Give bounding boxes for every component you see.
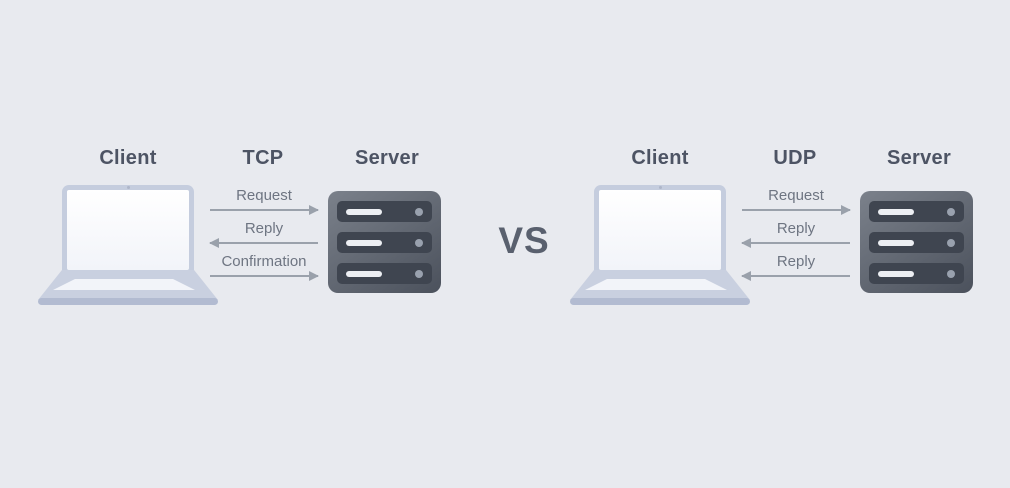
server-slot (869, 263, 964, 284)
server-slot-bar (878, 270, 914, 277)
message-label: Confirmation (221, 253, 307, 270)
laptop-bottom-edge (570, 298, 750, 305)
laptop-camera-dot (126, 186, 130, 189)
laptop-keyboard (53, 279, 195, 290)
udp-panel: Client UDP Server Request Reply Reply (570, 147, 975, 312)
laptop-screen (62, 185, 194, 270)
server-heading: Server (354, 147, 420, 169)
message-row: Reply (209, 220, 318, 248)
server-slot (869, 232, 964, 253)
protocol-heading: TCP (242, 147, 284, 169)
server-rack-icon (328, 191, 441, 293)
laptop-bottom-edge (38, 298, 218, 305)
message-label: Reply (244, 220, 284, 237)
message-row: Reply (741, 220, 850, 248)
protocol-heading: UDP (773, 147, 817, 169)
client-heading: Client (631, 147, 689, 169)
laptop-icon (570, 185, 750, 305)
server-slot-led (947, 238, 955, 247)
server-slot (337, 232, 432, 253)
message-row: Confirmation (210, 253, 319, 281)
server-slot-led (415, 238, 423, 247)
message-flow: Request Reply Confirmation (209, 187, 319, 287)
vs-label: VS (498, 220, 550, 261)
server-heading: Server (886, 147, 952, 169)
arrow-icon (741, 271, 850, 281)
tcp-panel: Client TCP Server Request Reply Confirma… (38, 147, 443, 312)
arrow-icon (741, 238, 850, 248)
message-label: Reply (776, 220, 816, 237)
message-label: Request (236, 187, 292, 204)
arrow-icon (210, 205, 319, 215)
server-rack-icon (860, 191, 973, 293)
server-slot-bar (346, 270, 382, 277)
laptop-icon (38, 185, 218, 305)
message-label: Request (768, 187, 824, 204)
client-heading: Client (99, 147, 157, 169)
message-row: Reply (741, 253, 850, 281)
server-slot-led (947, 207, 955, 216)
laptop-display (67, 190, 189, 270)
server-slot (869, 201, 964, 222)
server-slot-bar (346, 208, 382, 215)
server-slot-bar (346, 239, 382, 246)
message-row: Request (210, 187, 319, 215)
server-slot-led (415, 207, 423, 216)
laptop-keyboard (585, 279, 727, 290)
arrow-icon (742, 205, 851, 215)
message-label: Reply (776, 253, 816, 270)
arrow-icon (210, 271, 319, 281)
arrow-icon (209, 238, 318, 248)
server-slot (337, 263, 432, 284)
server-slot-led (947, 269, 955, 278)
server-slot-led (415, 269, 423, 278)
server-slot (337, 201, 432, 222)
laptop-display (599, 190, 721, 270)
message-row: Request (742, 187, 851, 215)
laptop-camera-dot (658, 186, 662, 189)
laptop-screen (594, 185, 726, 270)
server-slot-bar (878, 239, 914, 246)
message-flow: Request Reply Reply (741, 187, 851, 287)
server-slot-bar (878, 208, 914, 215)
